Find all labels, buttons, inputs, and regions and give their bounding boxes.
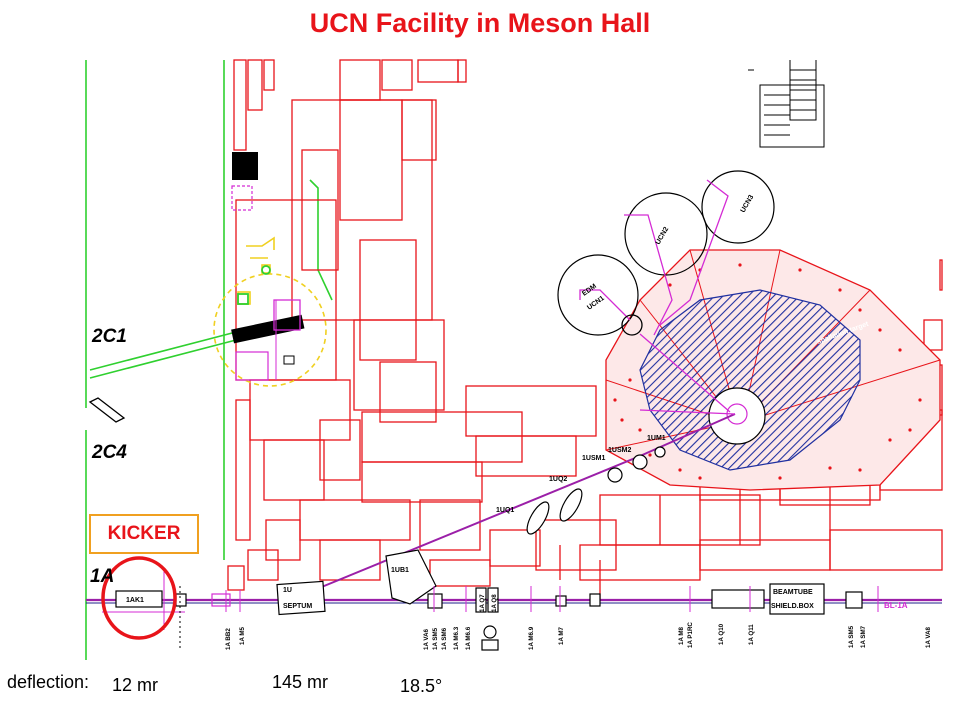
label-1u: 1U [283,587,292,594]
label-1uq2: 1UQ2 [549,476,567,483]
label-shield-box: SHIELD.BOX [771,603,814,610]
label-ucn3: UCN3 [740,194,756,214]
deflection-value-kicker: 12 mr [112,675,159,695]
page-title: UCN Facility in Meson Hall [309,8,651,38]
tag-1a-m6-3: 1A M6.3 [453,626,460,650]
tag-1a-q10: 1A Q10 [718,623,725,645]
label-1usm1: 1USM1 [582,455,605,462]
label-1uq1: 1UQ1 [496,507,514,514]
label-beamtube: BEAMTUBE [773,589,813,596]
ucn-ports [557,170,775,336]
yellow-area [213,236,327,387]
target-shielding [605,249,941,491]
label-ucn2: UCN2 [655,226,671,246]
2c4-block [88,397,126,423]
label-1ak1: 1AK1 [126,597,144,604]
tag-tick-lines [102,570,879,650]
tag-1a-bb2: 1A BB2 [225,628,232,650]
tag-1a-sm6: 1A SM6 [441,627,448,650]
tag-1a-m5: 1A M5 [239,626,246,645]
label-septum: SEPTUM [283,603,312,610]
tag-1a-q11: 1A Q11 [748,624,755,645]
beamline-elements [115,446,863,651]
deflection-label: deflection: [7,672,90,692]
deflection-value-septum: 145 mr [272,672,329,692]
tag-1a-q8: 1A Q8 [491,594,498,612]
stairs [748,60,825,148]
label-1usm2: 1USM2 [608,447,631,454]
tag-1a-p1rc: 1A P1RC [687,622,694,648]
tag-1a-m7: 1A M7 [558,626,565,645]
floor-walls [227,59,943,600]
tag-1a-va8: 1A VA8 [925,626,932,648]
tag-1a-sm5: 1A SM5 [432,627,439,650]
label-1a: 1A [90,566,114,587]
label-2c4: 2C4 [91,442,127,463]
green-boundary [85,60,333,660]
tag-1a-sm5-b: 1A SM5 [848,625,855,648]
deflection-value-bender: 18.5° [400,676,443,696]
tag-1a-sm7: 1A SM7 [860,625,867,648]
green-markers [237,265,271,305]
tag-1a-m6-6: 1A M6.6 [465,626,472,650]
ucn-guides [579,179,731,413]
label-bl1a: BL-1A [884,601,908,610]
tag-1a-m6-9: 1A M6.9 [528,626,535,650]
label-1ub1: 1UB1 [391,567,409,574]
label-ucn1: UCN1 [586,295,606,312]
tag-1a-m8: 1A M8 [678,626,685,645]
label-2c1: 2C1 [91,326,127,347]
tag-1a-q7: 1A Q7 [479,594,486,612]
kicker-callout: KICKER [89,514,199,554]
kicker-highlight [101,556,177,640]
label-edm: EDM [581,283,598,298]
tag-1a-va6: 1A VA6 [423,628,430,650]
channel-2c1-hardware [231,152,305,381]
label-1um1: 1UM1 [647,435,666,442]
